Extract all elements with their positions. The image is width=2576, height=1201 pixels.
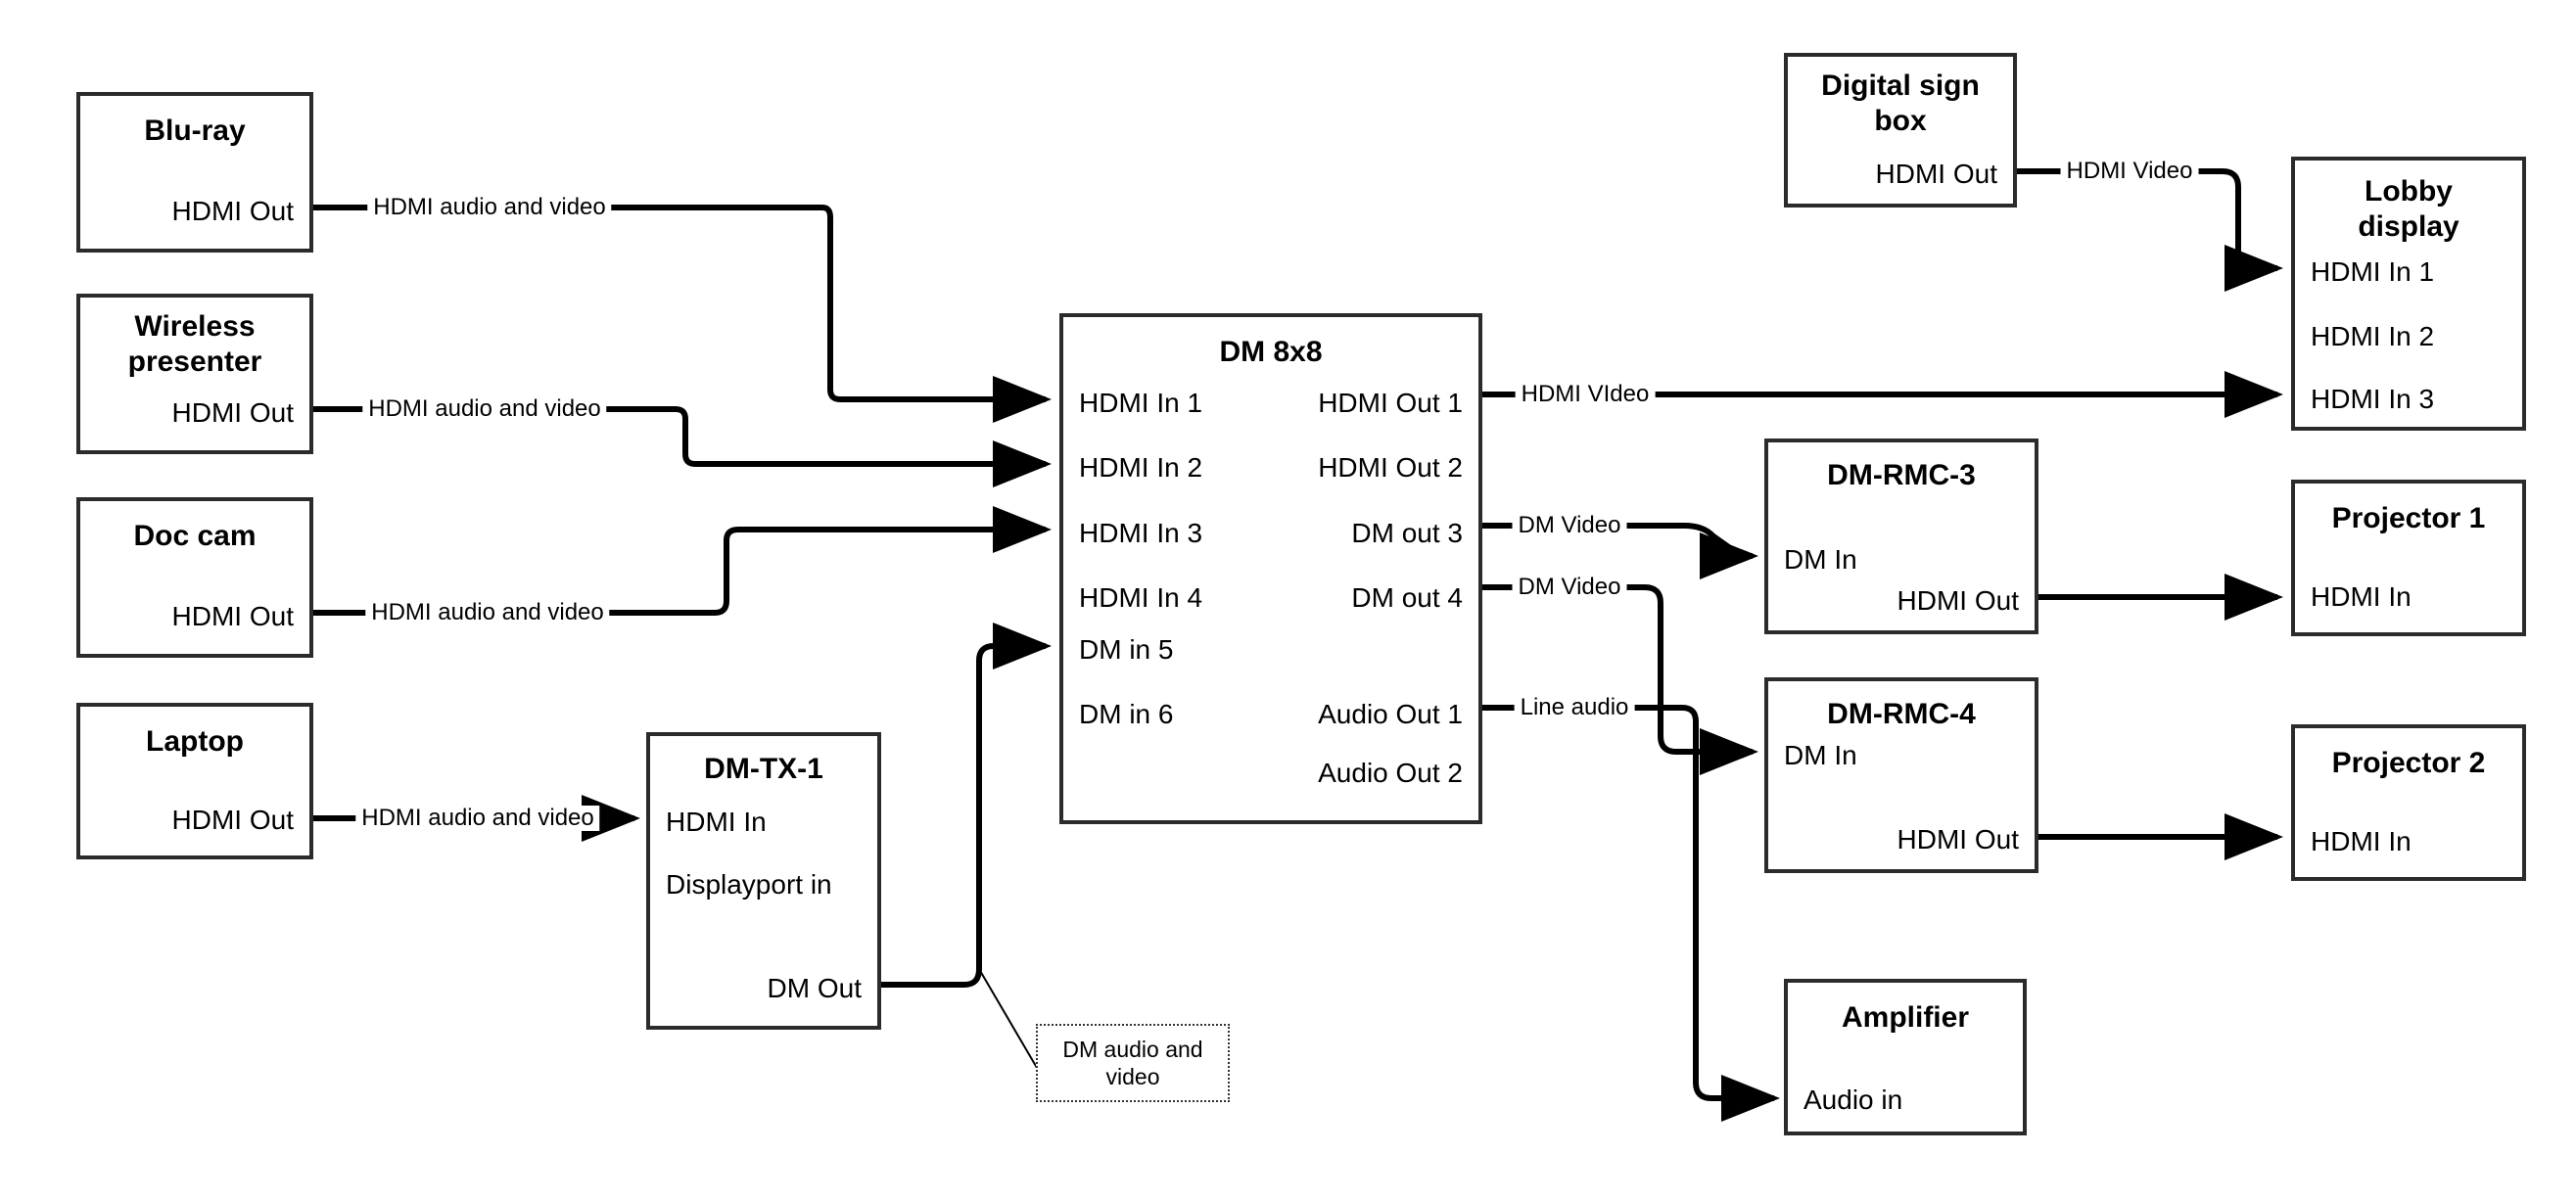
node-dm-tx-1[interactable]: DM-TX-1 HDMI In Displayport in DM Out: [646, 732, 881, 1030]
node-lobby-display[interactable]: Lobby display HDMI In 1 HDMI In 2 HDMI I…: [2291, 157, 2526, 431]
node-dm-8x8-output-hdmi-out-2: HDMI Out 2: [1318, 452, 1463, 483]
node-doc-cam[interactable]: Doc cam HDMI Out: [76, 497, 313, 658]
node-dm-8x8-input-dm-in-6: DM in 6: [1079, 699, 1174, 729]
node-projector-2[interactable]: Projector 2 HDMI In: [2291, 724, 2526, 881]
edge-label-laptop-to-dmtx1: HDMI audio and video: [355, 806, 600, 831]
node-dm-rmc-3[interactable]: DM-RMC-3 DM In HDMI Out: [1764, 439, 2038, 634]
edge-label-wireless-to-dm: HDMI audio and video: [362, 396, 607, 422]
edge-label-audio-out1: Line audio: [1514, 695, 1635, 720]
node-laptop-port-hdmi-out: HDMI Out: [171, 805, 294, 835]
node-dm-rmc-3-port-hdmi-out: HDMI Out: [1897, 585, 2019, 616]
node-lobby-display-title-line2: display: [2358, 210, 2459, 243]
wire-dmtx1-to-dm-in5: [881, 623, 1052, 988]
node-lobby-display-port-hdmi-in-2: HDMI In 2: [2311, 321, 2435, 351]
node-dm-8x8[interactable]: DM 8x8 HDMI In 1 HDMI In 2 HDMI In 3 HDM…: [1059, 313, 1482, 824]
node-dm-tx-1-port-hdmi-in: HDMI In: [666, 807, 767, 837]
node-dm-8x8-output-dm-out-3: DM out 3: [1351, 518, 1463, 548]
node-dm-8x8-title: DM 8x8: [1219, 336, 1323, 368]
node-laptop[interactable]: Laptop HDMI Out: [76, 703, 313, 859]
node-dm-8x8-input-hdmi-in-4: HDMI In 4: [1079, 582, 1203, 613]
node-dm-8x8-output-audio-out-2: Audio Out 2: [1318, 758, 1463, 788]
node-projector-2-port-hdmi-in: HDMI In: [2311, 826, 2412, 856]
node-dm-rmc-4-port-dm-in: DM In: [1784, 740, 1857, 770]
edge-label-dm-out3: DM Video: [1512, 513, 1627, 538]
node-dm-rmc-4[interactable]: DM-RMC-4 DM In HDMI Out: [1764, 677, 2038, 873]
node-dm-8x8-input-dm-in-5: DM in 5: [1079, 634, 1174, 665]
node-dm-tx-1-port-displayport-in: Displayport in: [666, 869, 832, 900]
edge-label-sign-to-lobby: HDMI Video: [2060, 159, 2199, 184]
node-wireless-presenter-title-line2: presenter: [127, 346, 262, 378]
edge-label-dm-hdmiout1: HDMI VIdeo: [1515, 382, 1656, 407]
node-digital-sign-box-title-line2: box: [1874, 105, 1927, 137]
node-wireless-presenter-title-line1: Wireless: [134, 310, 256, 343]
edge-label-doccam-to-dm: HDMI audio and video: [365, 600, 610, 625]
node-projector-1-title: Projector 1: [2331, 502, 2486, 534]
node-bluray-port-hdmi-out: HDMI Out: [171, 196, 294, 226]
node-dm-tx-1-title: DM-TX-1: [704, 753, 823, 785]
node-doc-cam-port-hdmi-out: HDMI Out: [171, 601, 294, 631]
node-amplifier-title: Amplifier: [1841, 1001, 1970, 1034]
node-dm-8x8-input-hdmi-in-1: HDMI In 1: [1079, 388, 1203, 418]
wire-bluray-to-dm-in1: [313, 205, 1052, 423]
node-projector-2-title: Projector 2: [2331, 747, 2486, 779]
node-lobby-display-port-hdmi-in-1: HDMI In 1: [2311, 256, 2435, 287]
node-dm-8x8-output-audio-out-1: Audio Out 1: [1318, 699, 1463, 729]
node-dm-rmc-4-port-hdmi-out: HDMI Out: [1897, 824, 2019, 855]
node-amplifier[interactable]: Amplifier Audio in: [1784, 979, 2027, 1135]
note-dm-audio-and-video: DM audio and video: [1036, 1024, 1230, 1102]
node-dm-rmc-3-port-dm-in: DM In: [1784, 544, 1857, 575]
node-doc-cam-title: Doc cam: [133, 520, 257, 552]
edge-label-bluray-to-dm: HDMI audio and video: [367, 195, 612, 220]
node-wireless-presenter[interactable]: Wireless presenter HDMI Out: [76, 294, 313, 454]
wire-dm-audioout1-to-amplifier: [1482, 705, 1780, 1122]
node-lobby-display-port-hdmi-in-3: HDMI In 3: [2311, 384, 2435, 414]
node-dm-tx-1-port-dm-out: DM Out: [767, 973, 862, 1003]
node-dm-rmc-3-title: DM-RMC-3: [1827, 459, 1976, 491]
node-laptop-title: Laptop: [146, 725, 244, 758]
node-bluray-title: Blu-ray: [144, 115, 246, 147]
node-bluray[interactable]: Blu-ray HDMI Out: [76, 92, 313, 253]
wire-dm-out4-to-rmc4: [1482, 584, 1758, 775]
node-digital-sign-box-port-hdmi-out: HDMI Out: [1875, 159, 1997, 189]
node-dm-8x8-input-hdmi-in-3: HDMI In 3: [1079, 518, 1203, 548]
note-leader-line: [978, 968, 1041, 1074]
node-lobby-display-title-line1: Lobby: [2365, 175, 2453, 208]
node-wireless-presenter-port-hdmi-out: HDMI Out: [171, 397, 294, 428]
node-dm-rmc-4-title: DM-RMC-4: [1827, 698, 1976, 730]
node-dm-8x8-input-hdmi-in-2: HDMI In 2: [1079, 452, 1203, 483]
edge-label-dm-out4: DM Video: [1512, 575, 1627, 600]
node-dm-8x8-output-hdmi-out-1: HDMI Out 1: [1318, 388, 1463, 418]
node-digital-sign-box-title-line1: Digital sign: [1821, 69, 1980, 102]
node-digital-sign-box[interactable]: Digital sign box HDMI Out: [1784, 53, 2017, 208]
wire-sign-to-lobby-in1: [2017, 168, 2283, 292]
node-amplifier-port-audio-in: Audio in: [1803, 1085, 1903, 1115]
node-projector-1-port-hdmi-in: HDMI In: [2311, 581, 2412, 612]
node-projector-1[interactable]: Projector 1 HDMI In: [2291, 480, 2526, 636]
node-dm-8x8-output-dm-out-4: DM out 4: [1351, 582, 1463, 613]
